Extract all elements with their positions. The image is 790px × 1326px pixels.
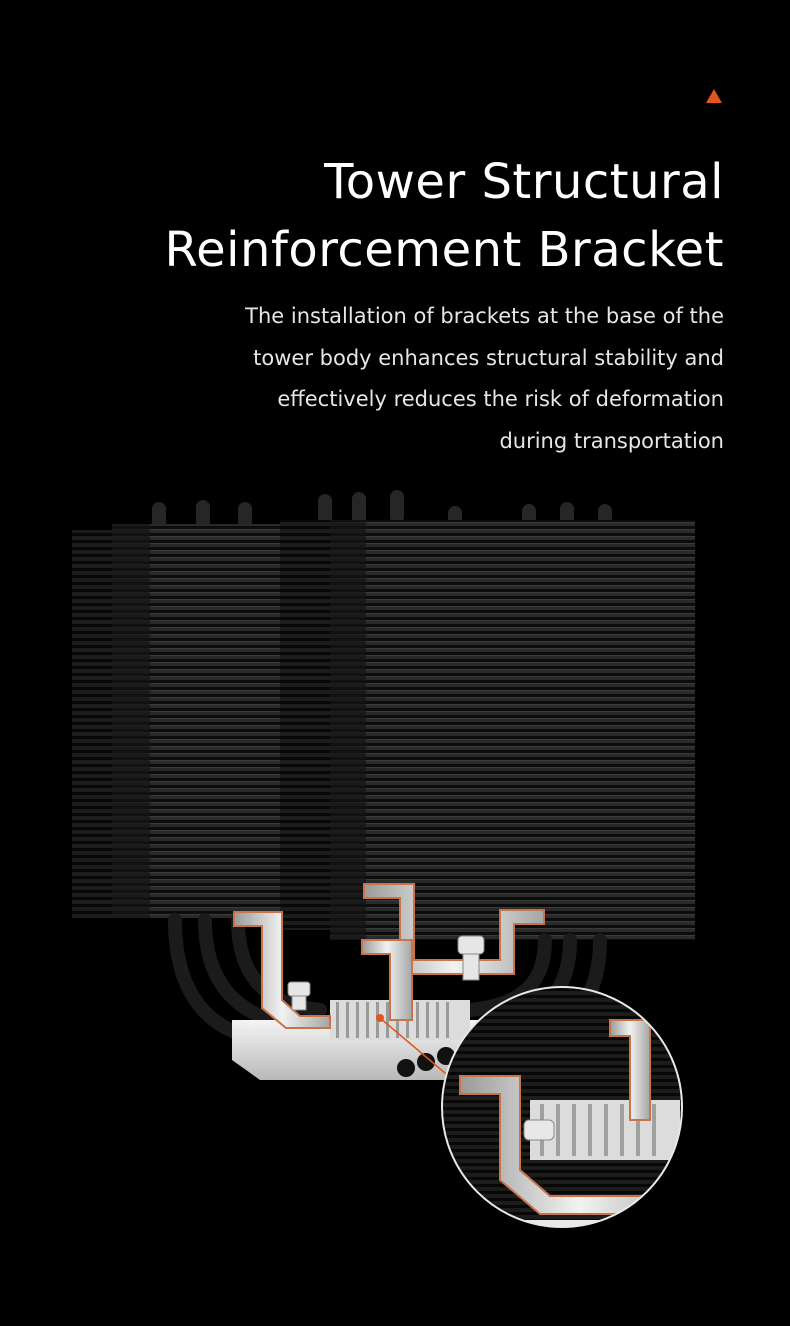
title-line-2: Reinforcement Bracket bbox=[164, 222, 724, 278]
bracket-screws bbox=[287, 935, 485, 1011]
title-line-1: Tower Structural bbox=[324, 154, 724, 210]
cpu-cooler-illustration bbox=[72, 490, 695, 1228]
description-line-3: effectively reduces the risk of deformat… bbox=[277, 387, 724, 411]
callout-leader bbox=[379, 1017, 459, 1085]
reinforcement-brackets bbox=[233, 883, 545, 1029]
page-title: Tower Structural Reinforcement Bracket bbox=[164, 148, 724, 284]
heatsink-fin-stacks bbox=[72, 520, 695, 940]
description-line-2: tower body enhances structural stability… bbox=[253, 345, 724, 370]
accent-triangle-icon bbox=[706, 89, 722, 103]
description-line-1: The installation of brackets at the base… bbox=[245, 304, 724, 328]
description: The installation of brackets at the base… bbox=[245, 296, 724, 462]
description-line-4: during transportation bbox=[499, 428, 724, 453]
zoom-detail-circle bbox=[441, 986, 683, 1228]
